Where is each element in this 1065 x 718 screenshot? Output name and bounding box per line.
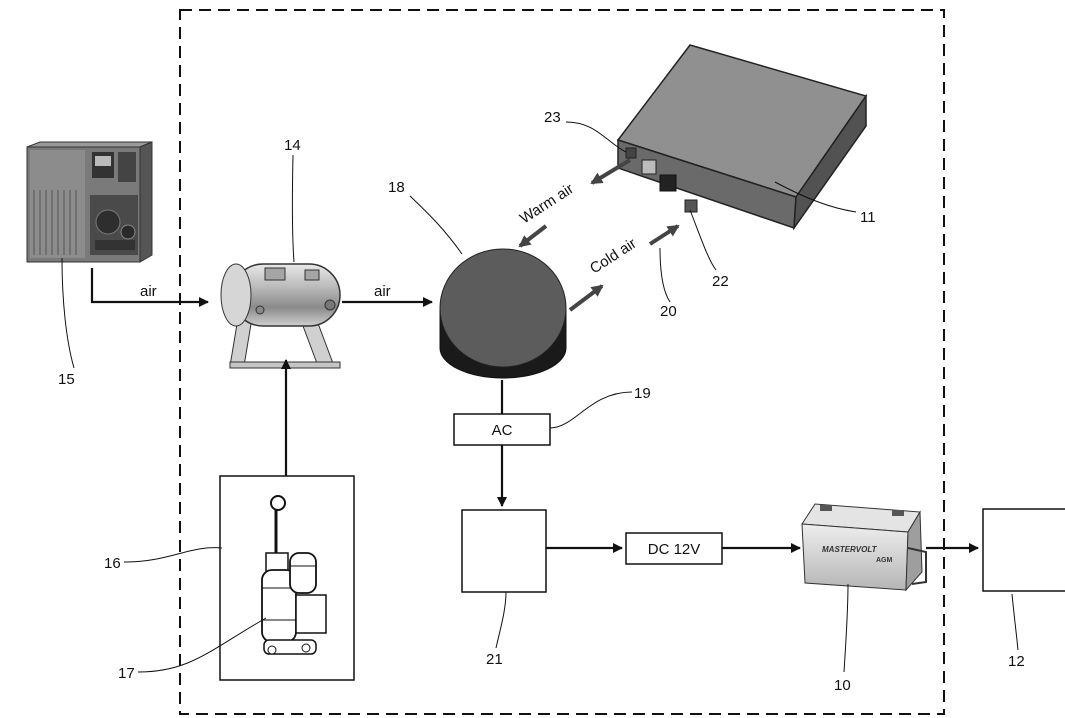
leader-10 bbox=[843, 583, 849, 673]
cold-air-out-arrow bbox=[568, 284, 604, 312]
vortex-cylinder bbox=[439, 248, 567, 379]
battery-brand: MASTERVOLT bbox=[822, 545, 878, 554]
ref-19: 19 bbox=[634, 385, 651, 402]
ref-14: 14 bbox=[284, 137, 301, 154]
battery-type: AGM bbox=[876, 557, 893, 564]
leader-20 bbox=[659, 247, 671, 303]
air-out-label: air bbox=[374, 283, 391, 300]
ref-23: 23 bbox=[544, 109, 561, 126]
leader-19 bbox=[549, 391, 633, 429]
air-compressor bbox=[26, 141, 153, 263]
dc-label: DC 12V bbox=[648, 541, 701, 558]
leader-23 bbox=[565, 121, 627, 153]
ref-15: 15 bbox=[58, 371, 75, 388]
ref-16: 16 bbox=[104, 555, 121, 572]
ac-box bbox=[453, 413, 551, 446]
ref-20: 20 bbox=[660, 303, 677, 320]
warm-air-out-arrow bbox=[590, 158, 632, 185]
ref-10: 10 bbox=[834, 677, 851, 694]
leader-18 bbox=[409, 195, 463, 255]
electric-pump bbox=[261, 495, 327, 655]
leader-15 bbox=[61, 257, 75, 369]
battery: MASTERVOLT AGM bbox=[801, 503, 927, 592]
ref-21: 21 bbox=[486, 651, 503, 668]
leader-17 bbox=[137, 617, 267, 673]
ref-22: 22 bbox=[712, 273, 729, 290]
ref-12: 12 bbox=[1008, 653, 1025, 670]
warm-air-in-arrow bbox=[518, 224, 548, 248]
ac-label: AC bbox=[492, 422, 513, 439]
air-in-label: air bbox=[140, 283, 157, 300]
ref-17: 17 bbox=[118, 665, 135, 682]
cooling-box bbox=[616, 44, 868, 231]
leader-22 bbox=[689, 209, 717, 271]
leader-16 bbox=[123, 547, 223, 563]
ref-11: 11 bbox=[860, 209, 876, 226]
leader-11 bbox=[774, 181, 857, 213]
warm-air-label: Warm air bbox=[517, 180, 577, 227]
converter-box bbox=[461, 509, 547, 593]
air-tank bbox=[220, 263, 341, 369]
leader-14 bbox=[291, 154, 295, 263]
ref-18: 18 bbox=[388, 179, 405, 196]
cold-air-in-arrow bbox=[648, 224, 680, 246]
cold-air-label: Cold air bbox=[587, 235, 640, 277]
leader-21 bbox=[495, 591, 507, 649]
air-in-line bbox=[90, 268, 209, 307]
load-box bbox=[982, 508, 1065, 592]
system-boundary bbox=[179, 9, 945, 715]
leader-12 bbox=[1011, 593, 1019, 651]
